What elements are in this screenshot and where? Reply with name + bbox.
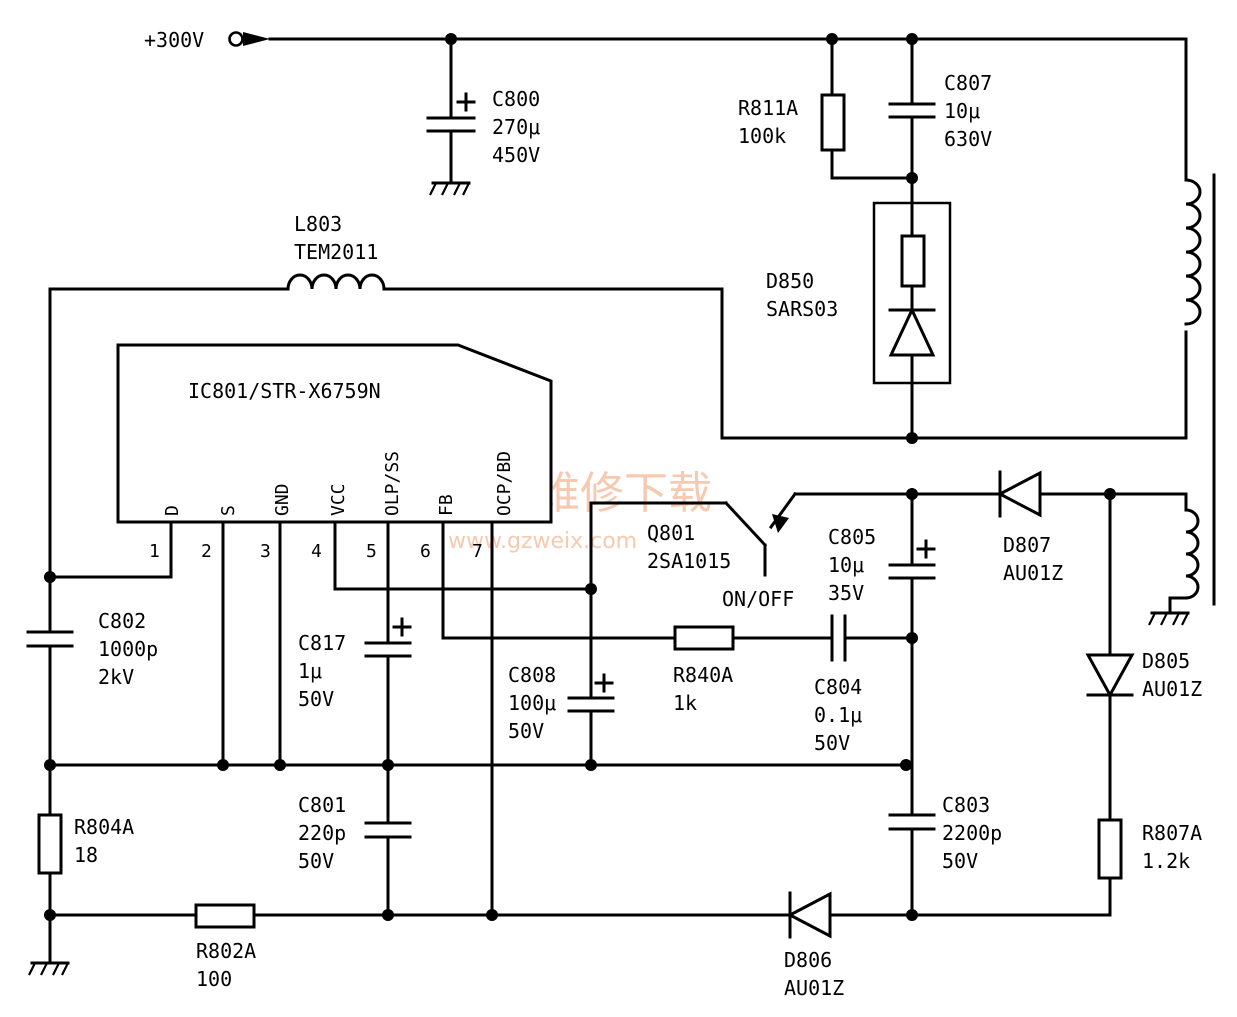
diode-d805: D805 AU01Z — [1085, 492, 1202, 822]
resistor-r804a: R804A 18 — [37, 763, 134, 965]
pin-name-6: FB — [436, 494, 457, 516]
inductor-l803: L803 TEM2011 — [48, 212, 724, 634]
q801-value: 2SA1015 — [647, 549, 731, 573]
c807-rating: 630V — [944, 127, 992, 151]
r840a-ref: R840A — [673, 663, 733, 687]
r811a-value: 100k — [738, 124, 786, 148]
c808-value: 100μ — [508, 691, 556, 715]
pin-number-6: 6 — [420, 541, 431, 562]
r802a-ref: R802A — [196, 939, 256, 963]
ic801: IC801/STR-X6759N D S GND VCC OLP/SS FB O… — [116, 343, 553, 562]
transistor-q801: Q801 2SA1015 ON/OFF — [589, 491, 1002, 700]
resistor-r840a: R840A 1k — [673, 625, 834, 715]
pin-name-4: VCC — [328, 483, 349, 516]
c817-rating: 50V — [298, 687, 334, 711]
c808-ref: C808 — [508, 663, 556, 687]
c802-value: 1000p — [98, 637, 158, 661]
pin-number-5: 5 — [366, 541, 377, 562]
l803-ref: L803 — [294, 212, 342, 236]
capacitor-c805: C805 10μ 35V — [828, 492, 936, 817]
q801-ref: Q801 — [647, 521, 695, 545]
transformer-primary — [720, 37, 1216, 606]
label-300v: +300V — [144, 28, 204, 52]
r802a-value: 100 — [196, 967, 232, 991]
c803-rating: 50V — [942, 849, 978, 873]
capacitor-c807: C807 10μ 630V — [888, 37, 992, 207]
d807-ref: D807 — [1003, 533, 1051, 557]
c804-rating: 50V — [814, 731, 850, 755]
l803-value: TEM2011 — [294, 240, 378, 264]
resistor-r811a: R811A 100k — [738, 37, 914, 180]
c817-ref: C817 — [298, 631, 346, 655]
c800-ref: C800 — [492, 87, 540, 111]
c801-rating: 50V — [298, 849, 334, 873]
c802-ref: C802 — [98, 609, 146, 633]
c801-ref: C801 — [298, 793, 346, 817]
rail-300v: +300V — [144, 28, 1188, 52]
resistor-r802a: R802A 100 — [48, 903, 792, 991]
c803-value: 2200p — [942, 821, 1002, 845]
pin-name-3: GND — [272, 483, 293, 516]
d805-ref: D805 — [1142, 649, 1190, 673]
diode-d850: D850 SARS03 — [766, 201, 952, 440]
capacitor-c802: C802 1000p 2kV — [26, 609, 158, 817]
c817-value: 1μ — [298, 659, 322, 683]
d806-value: AU01Z — [784, 976, 844, 1000]
pin-name-1: D — [162, 505, 183, 516]
pin-number-1: 1 — [149, 541, 160, 562]
d806-ref: D806 — [784, 948, 832, 972]
c805-ref: C805 — [828, 525, 876, 549]
resistor-r807a: R807A 1.2k — [910, 818, 1202, 917]
pin-number-2: 2 — [201, 541, 212, 562]
junction-dots — [44, 33, 1116, 921]
c805-rating: 35V — [828, 581, 864, 605]
r804a-ref: R804A — [74, 815, 134, 839]
d807-value: AU01Z — [1003, 561, 1063, 585]
capacitor-c804: C804 0.1μ 50V — [814, 614, 914, 755]
ground-symbol — [28, 961, 70, 976]
capacitor-c801: C801 220p 50V — [298, 793, 412, 917]
q801-note: ON/OFF — [722, 587, 794, 611]
r807a-ref: R807A — [1142, 821, 1202, 845]
r840a-value: 1k — [673, 691, 697, 715]
capacitor-c803: C803 2200p 50V — [888, 793, 1002, 917]
ground-symbol — [429, 181, 471, 196]
pin-name-5: OLP/SS — [382, 451, 403, 516]
c802-rating: 2kV — [98, 665, 134, 689]
c804-value: 0.1μ — [814, 703, 862, 727]
pin-number-3: 3 — [260, 541, 271, 562]
c804-ref: C804 — [814, 675, 862, 699]
pin-name-7: OCP/BD — [494, 451, 515, 516]
transformer-secondary — [1148, 492, 1200, 626]
c800-value: 270μ — [492, 115, 540, 139]
pin-name-2: S — [218, 505, 239, 516]
capacitor-c808: C808 100μ 50V — [508, 663, 615, 767]
c807-value: 10μ — [944, 99, 980, 123]
c800-rating: 450V — [492, 143, 540, 167]
d850-ref: D850 — [766, 269, 814, 293]
r811a-ref: R811A — [738, 96, 798, 120]
pin-number-4: 4 — [311, 541, 322, 562]
pin-number-7: 7 — [472, 541, 483, 562]
capacitor-c817: C817 1μ 50V — [298, 617, 412, 825]
d850-value: SARS03 — [766, 297, 838, 321]
ic801-label: IC801/STR-X6759N — [188, 379, 381, 403]
diode-d806: D806 AU01Z — [784, 891, 914, 1000]
c805-value: 10μ — [828, 553, 864, 577]
r807a-value: 1.2k — [1142, 849, 1190, 873]
diode-d807: D807 AU01Z — [996, 470, 1188, 585]
capacitor-c800: C800 270μ 450V — [426, 37, 540, 185]
c807-ref: C807 — [944, 71, 992, 95]
d805-value: AU01Z — [1142, 677, 1202, 701]
r804a-value: 18 — [74, 843, 98, 867]
c808-rating: 50V — [508, 719, 544, 743]
ic-pin-wires — [48, 520, 677, 917]
c803-ref: C803 — [942, 793, 990, 817]
c801-value: 220p — [298, 821, 346, 845]
watermark-text-url: www.gzweix.com — [448, 529, 637, 554]
